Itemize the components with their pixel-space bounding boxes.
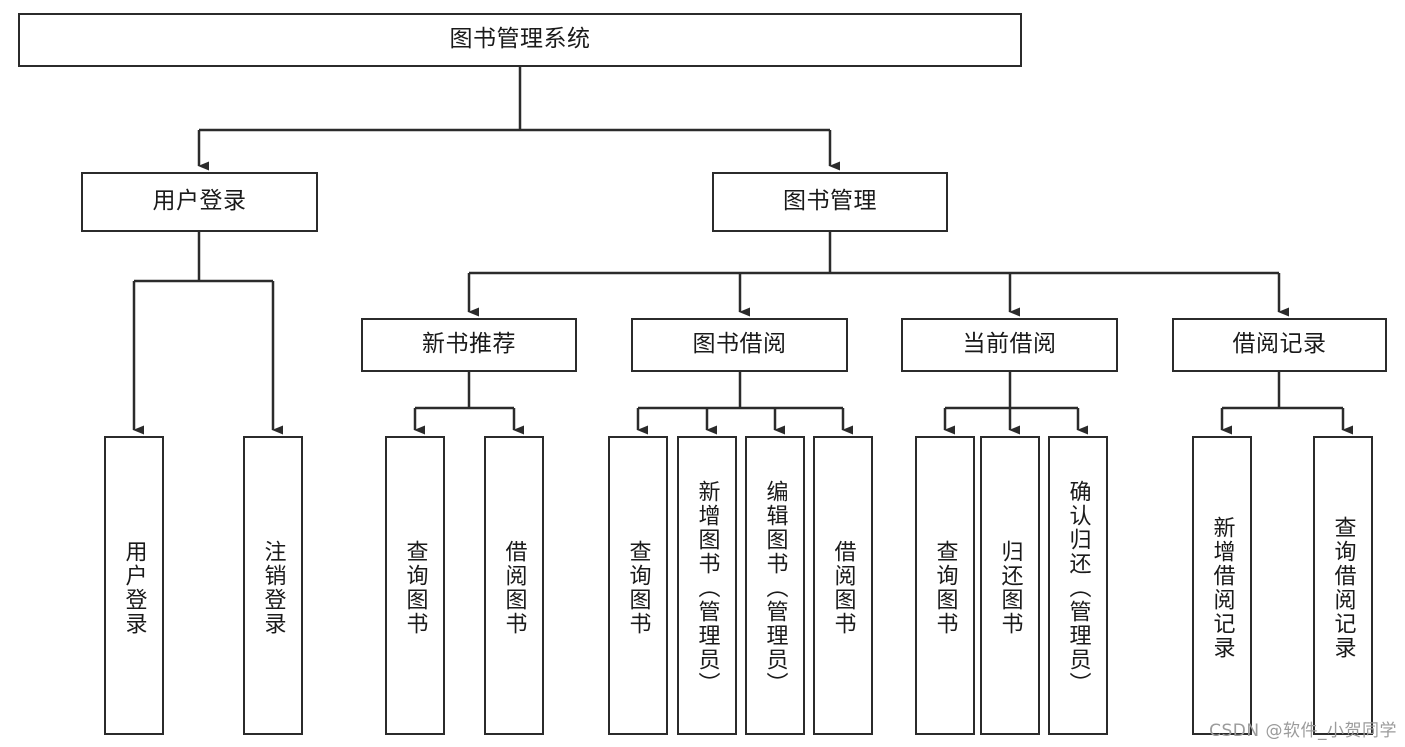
node-root-book-management-system[interactable]: 图书管理系统 xyxy=(18,13,1022,67)
node-new-book-recommend[interactable]: 新书推荐 xyxy=(361,318,577,372)
node-label: 借阅图书 xyxy=(830,539,856,636)
node-label: 查询图书 xyxy=(625,539,651,636)
node-label: 用户登录 xyxy=(152,188,247,215)
leaf-query-book-current[interactable]: 查询图书 xyxy=(915,436,975,735)
leaf-query-borrow-record[interactable]: 查询借阅记录 xyxy=(1313,436,1373,735)
node-book-management[interactable]: 图书管理 xyxy=(712,172,948,232)
leaf-edit-book-admin[interactable]: 编辑图书（管理员） xyxy=(745,436,805,735)
leaf-borrow-book-recommend[interactable]: 借阅图书 xyxy=(484,436,544,735)
leaf-return-book[interactable]: 归还图书 xyxy=(980,436,1040,735)
node-label: 当前借阅 xyxy=(962,331,1057,358)
node-label: 注销登录 xyxy=(260,539,286,636)
leaf-logout[interactable]: 注销登录 xyxy=(243,436,303,735)
node-label: 图书借阅 xyxy=(692,331,787,358)
leaf-user-login[interactable]: 用户登录 xyxy=(104,436,164,735)
node-label: 图书管理 xyxy=(783,188,877,215)
leaf-add-book-admin[interactable]: 新增图书（管理员） xyxy=(677,436,737,735)
node-borrow-record[interactable]: 借阅记录 xyxy=(1172,318,1387,372)
watermark: CSDN @软件_小贺同学 xyxy=(1209,721,1397,741)
node-label: 用户登录 xyxy=(121,539,147,636)
node-current-borrow[interactable]: 当前借阅 xyxy=(901,318,1118,372)
node-label: 借阅图书 xyxy=(501,539,527,636)
leaf-confirm-return-admin[interactable]: 确认归还（管理员） xyxy=(1048,436,1108,735)
node-label: 查询图书 xyxy=(402,539,428,636)
node-label: 查询借阅记录 xyxy=(1330,515,1356,660)
leaf-query-book-recommend[interactable]: 查询图书 xyxy=(385,436,445,735)
node-label: 新增借阅记录 xyxy=(1209,515,1235,660)
node-label: 新书推荐 xyxy=(422,331,516,358)
node-label: 归还图书 xyxy=(997,539,1023,636)
node-label: 图书管理系统 xyxy=(449,26,591,53)
leaf-borrow-book[interactable]: 借阅图书 xyxy=(813,436,873,735)
node-label: 查询图书 xyxy=(932,539,958,636)
node-label: 确认归还（管理员） xyxy=(1065,479,1091,696)
node-book-borrow[interactable]: 图书借阅 xyxy=(631,318,848,372)
node-label: 编辑图书（管理员） xyxy=(762,479,788,696)
leaf-query-book-borrow[interactable]: 查询图书 xyxy=(608,436,668,735)
node-label: 新增图书（管理员） xyxy=(694,479,720,696)
leaf-add-borrow-record[interactable]: 新增借阅记录 xyxy=(1192,436,1252,735)
node-user-login[interactable]: 用户登录 xyxy=(81,172,318,232)
node-label: 借阅记录 xyxy=(1232,331,1327,358)
